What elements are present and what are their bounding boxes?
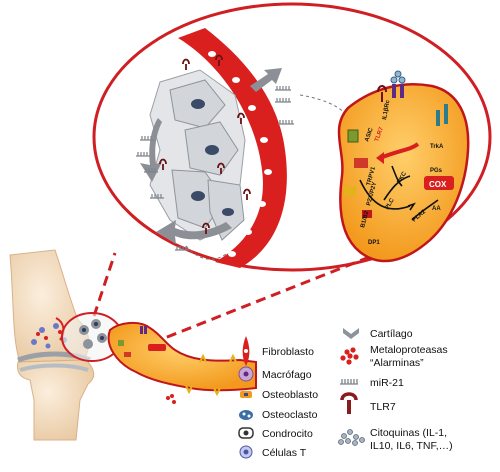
signalling-arrows — [359, 165, 439, 221]
legend-cartilage: Cartílago — [370, 328, 413, 340]
legend-chondrocyte: Condrocito — [262, 428, 313, 440]
cartilage-icon — [343, 328, 359, 339]
label-asic: ASIC — [364, 127, 375, 143]
cox-box — [424, 176, 454, 190]
osteoclast-icon — [239, 410, 253, 420]
tlr7-icon — [340, 392, 358, 414]
signal-arrow — [379, 142, 420, 160]
mir21-zoom — [136, 86, 294, 251]
macrophage-icon — [238, 366, 254, 382]
legend-cytokines-2: IL10, IL6, TNF,…) — [370, 440, 453, 452]
label-tlr7: TLR7 — [374, 126, 385, 143]
neuron-receptors — [344, 70, 448, 218]
zoom-line-left — [92, 252, 117, 317]
label-pgs: PGs — [430, 168, 443, 174]
label-trka: TrkA — [430, 144, 444, 150]
label-pkc: PKC — [397, 170, 409, 185]
label-b1b2: B1/B2 — [360, 210, 370, 229]
legend-mir21: miR-21 — [370, 377, 404, 389]
legend-osteoclast: Osteoclasto — [262, 409, 318, 421]
cytokine-icon — [338, 429, 365, 446]
cell-cluster — [149, 69, 246, 241]
t-cell-icon — [239, 445, 253, 459]
legend-metalloproteases: Metaloproteasas — [370, 344, 448, 356]
legend-fibroblast: Fibroblasto — [262, 346, 314, 358]
dashed-arrow-2 — [185, 245, 227, 260]
fibroblast-icon — [242, 336, 250, 366]
chondrocyte-icon — [238, 427, 254, 439]
label-plc: PLC — [385, 197, 397, 211]
mir21-icon — [340, 379, 358, 385]
tibia — [17, 359, 95, 441]
legend-alarmins: “Alarminas” — [370, 357, 424, 369]
legend-t-cells: Células T — [262, 447, 307, 459]
legend-left: Fibroblasto Macrófago Osteoblasto Osteoc… — [238, 336, 318, 459]
zoom-line-right — [151, 254, 373, 345]
legend-osteoblast: Osteoblasto — [262, 389, 318, 401]
tlr7-receptors-zoom — [159, 54, 251, 234]
small-neuron — [107, 322, 257, 392]
label-il1b: IL1βRc — [382, 99, 391, 120]
vessel-cells — [208, 51, 272, 257]
metalloprotease-icon — [340, 347, 359, 365]
label-aa: AA — [432, 206, 441, 212]
flow-arrows — [140, 68, 282, 244]
legend-right: Cartílago Metaloproteasas “Alarminas” mi… — [338, 328, 453, 452]
osteoblast-icon — [240, 391, 252, 398]
legend-tlr7: TLR7 — [370, 401, 396, 413]
label-dp1: DP1 — [368, 240, 380, 246]
label-trpv1: TRPV1 — [366, 166, 377, 187]
legend-cytokines-1: Citoquinas (IL-1, — [370, 427, 447, 439]
legend-macrophage: Macrófago — [262, 369, 312, 381]
label-cox: COX — [429, 180, 447, 189]
